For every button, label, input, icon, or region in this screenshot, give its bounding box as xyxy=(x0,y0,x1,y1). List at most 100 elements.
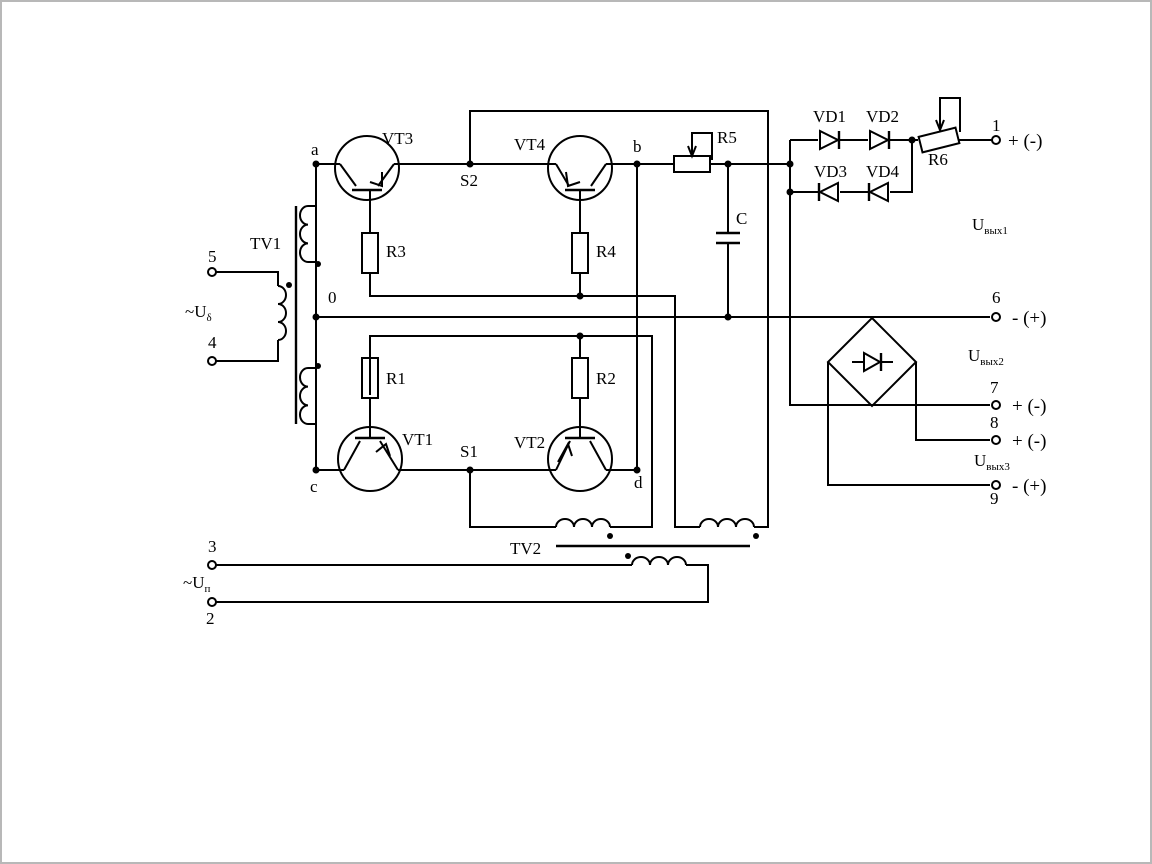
wire-tv1-primary xyxy=(212,271,279,362)
wire-bridge-8 xyxy=(915,362,990,441)
label-vd4: VD4 xyxy=(866,162,900,181)
label-r3: R3 xyxy=(386,242,406,261)
terminal-number-7: 7 xyxy=(990,378,999,397)
label-vd3: VD3 xyxy=(814,162,847,181)
junction-r4 xyxy=(576,292,584,300)
terminal-3[interactable] xyxy=(207,560,217,570)
node-label-d: d xyxy=(634,473,643,492)
junction-d xyxy=(633,466,641,474)
label-vt4: VT4 xyxy=(514,135,546,154)
junction-a xyxy=(312,160,320,168)
label-c: C xyxy=(736,209,747,228)
diode-vd3 xyxy=(817,181,839,203)
terminal-number-8: 8 xyxy=(990,413,999,432)
terminal-number-9: 9 xyxy=(990,489,999,508)
wire-tv1-secondary xyxy=(308,205,316,425)
junction-c xyxy=(312,466,320,474)
junction-b xyxy=(633,160,641,168)
junction-cap-bottom xyxy=(724,313,732,321)
polarity-1: + (-) xyxy=(1008,131,1042,152)
terminal-number-6: 6 xyxy=(992,288,1001,307)
terminal-7[interactable] xyxy=(991,400,1001,410)
diode-vd1 xyxy=(819,129,841,151)
wire-r3-tv2 xyxy=(369,190,700,528)
terminal-number-1: 1 xyxy=(992,116,1001,135)
label-tv2: TV2 xyxy=(510,539,541,558)
junction-diode-bottom xyxy=(786,188,794,196)
terminal-6[interactable] xyxy=(991,312,1001,322)
voltage-u-p: ~Uп xyxy=(183,573,210,595)
junction-s2 xyxy=(466,160,474,168)
diode-vd2 xyxy=(869,129,891,151)
label-vt2: VT2 xyxy=(514,433,545,452)
node-label-a: a xyxy=(311,140,319,159)
wire-tv2-primary xyxy=(212,564,709,603)
wire-diode-bottom xyxy=(790,140,913,193)
potentiometer-r5 xyxy=(673,132,713,173)
node-label-zero: 0 xyxy=(328,288,337,307)
node-label-c: c xyxy=(310,477,318,496)
polarity-8: + (-) xyxy=(1012,431,1046,452)
wires xyxy=(212,110,992,603)
terminal-5[interactable] xyxy=(207,267,217,277)
node-label-b: b xyxy=(633,137,642,156)
transformer-tv2 xyxy=(555,518,759,566)
label-tv1: TV1 xyxy=(250,234,281,253)
terminal-8[interactable] xyxy=(991,435,1001,445)
label-r1: R1 xyxy=(386,369,406,388)
terminal-1[interactable] xyxy=(991,135,1001,145)
transistor-vt1 xyxy=(337,424,403,492)
terminal-9[interactable] xyxy=(991,480,1001,490)
terminal-number-2: 2 xyxy=(206,609,215,628)
voltage-u-out1: Uвых1 xyxy=(972,215,1008,237)
label-r4: R4 xyxy=(596,242,616,261)
label-vd1: VD1 xyxy=(813,107,846,126)
label-vt3: VT3 xyxy=(382,129,413,148)
junction-0 xyxy=(312,313,320,321)
diode-bridge xyxy=(826,316,918,408)
transistor-vt4 xyxy=(547,135,613,201)
wire-r2 xyxy=(579,336,581,424)
node-label-s2: S2 xyxy=(460,171,478,190)
terminal-2[interactable] xyxy=(207,597,217,607)
junction-r2 xyxy=(576,332,584,340)
wire-bridge-9 xyxy=(827,362,990,486)
terminal-number-4: 4 xyxy=(208,333,217,352)
junctions xyxy=(312,136,916,474)
transistor-vt3 xyxy=(334,135,400,201)
wire-r1r2-bus xyxy=(369,335,653,528)
terminal-4[interactable] xyxy=(207,356,217,366)
capacitor-c xyxy=(716,231,740,245)
voltage-u-delta: ~Uδ xyxy=(185,302,212,324)
transformer-tv1 xyxy=(277,205,321,425)
resistor-r4 xyxy=(571,232,589,274)
wire-s2-loop xyxy=(469,110,769,528)
resistor-r2 xyxy=(571,357,589,399)
label-vd2: VD2 xyxy=(866,107,899,126)
wire-s1-tv2 xyxy=(469,470,556,528)
potentiometer-r6 xyxy=(917,97,961,154)
label-r2: R2 xyxy=(596,369,616,388)
terminal-number-3: 3 xyxy=(208,537,217,556)
label-vt1: VT1 xyxy=(402,430,433,449)
diode-vd4 xyxy=(867,181,889,203)
terminal-number-5: 5 xyxy=(208,247,217,266)
resistor-r3 xyxy=(361,232,379,274)
label-r6: R6 xyxy=(928,150,948,169)
polarity-7: + (-) xyxy=(1012,396,1046,417)
voltage-u-out3: Uвых3 xyxy=(974,451,1010,473)
terminals xyxy=(207,135,1001,607)
polarity-9: - (+) xyxy=(1012,476,1046,497)
junction-cap-top xyxy=(724,160,732,168)
node-label-s1: S1 xyxy=(460,442,478,461)
junction-output xyxy=(786,160,794,168)
transistor-vt2 xyxy=(547,424,613,492)
junction-diode-right xyxy=(908,136,916,144)
voltage-u-out2: Uвых2 xyxy=(968,346,1004,368)
polarity-6: - (+) xyxy=(1012,308,1046,329)
wire-output-bus xyxy=(789,140,990,406)
resistor-r1 xyxy=(361,357,379,399)
junction-s1 xyxy=(466,466,474,474)
labels: a b c d 0 S2 S1 VT3 VT4 VT1 VT2 R3 R4 R1… xyxy=(183,107,1046,628)
